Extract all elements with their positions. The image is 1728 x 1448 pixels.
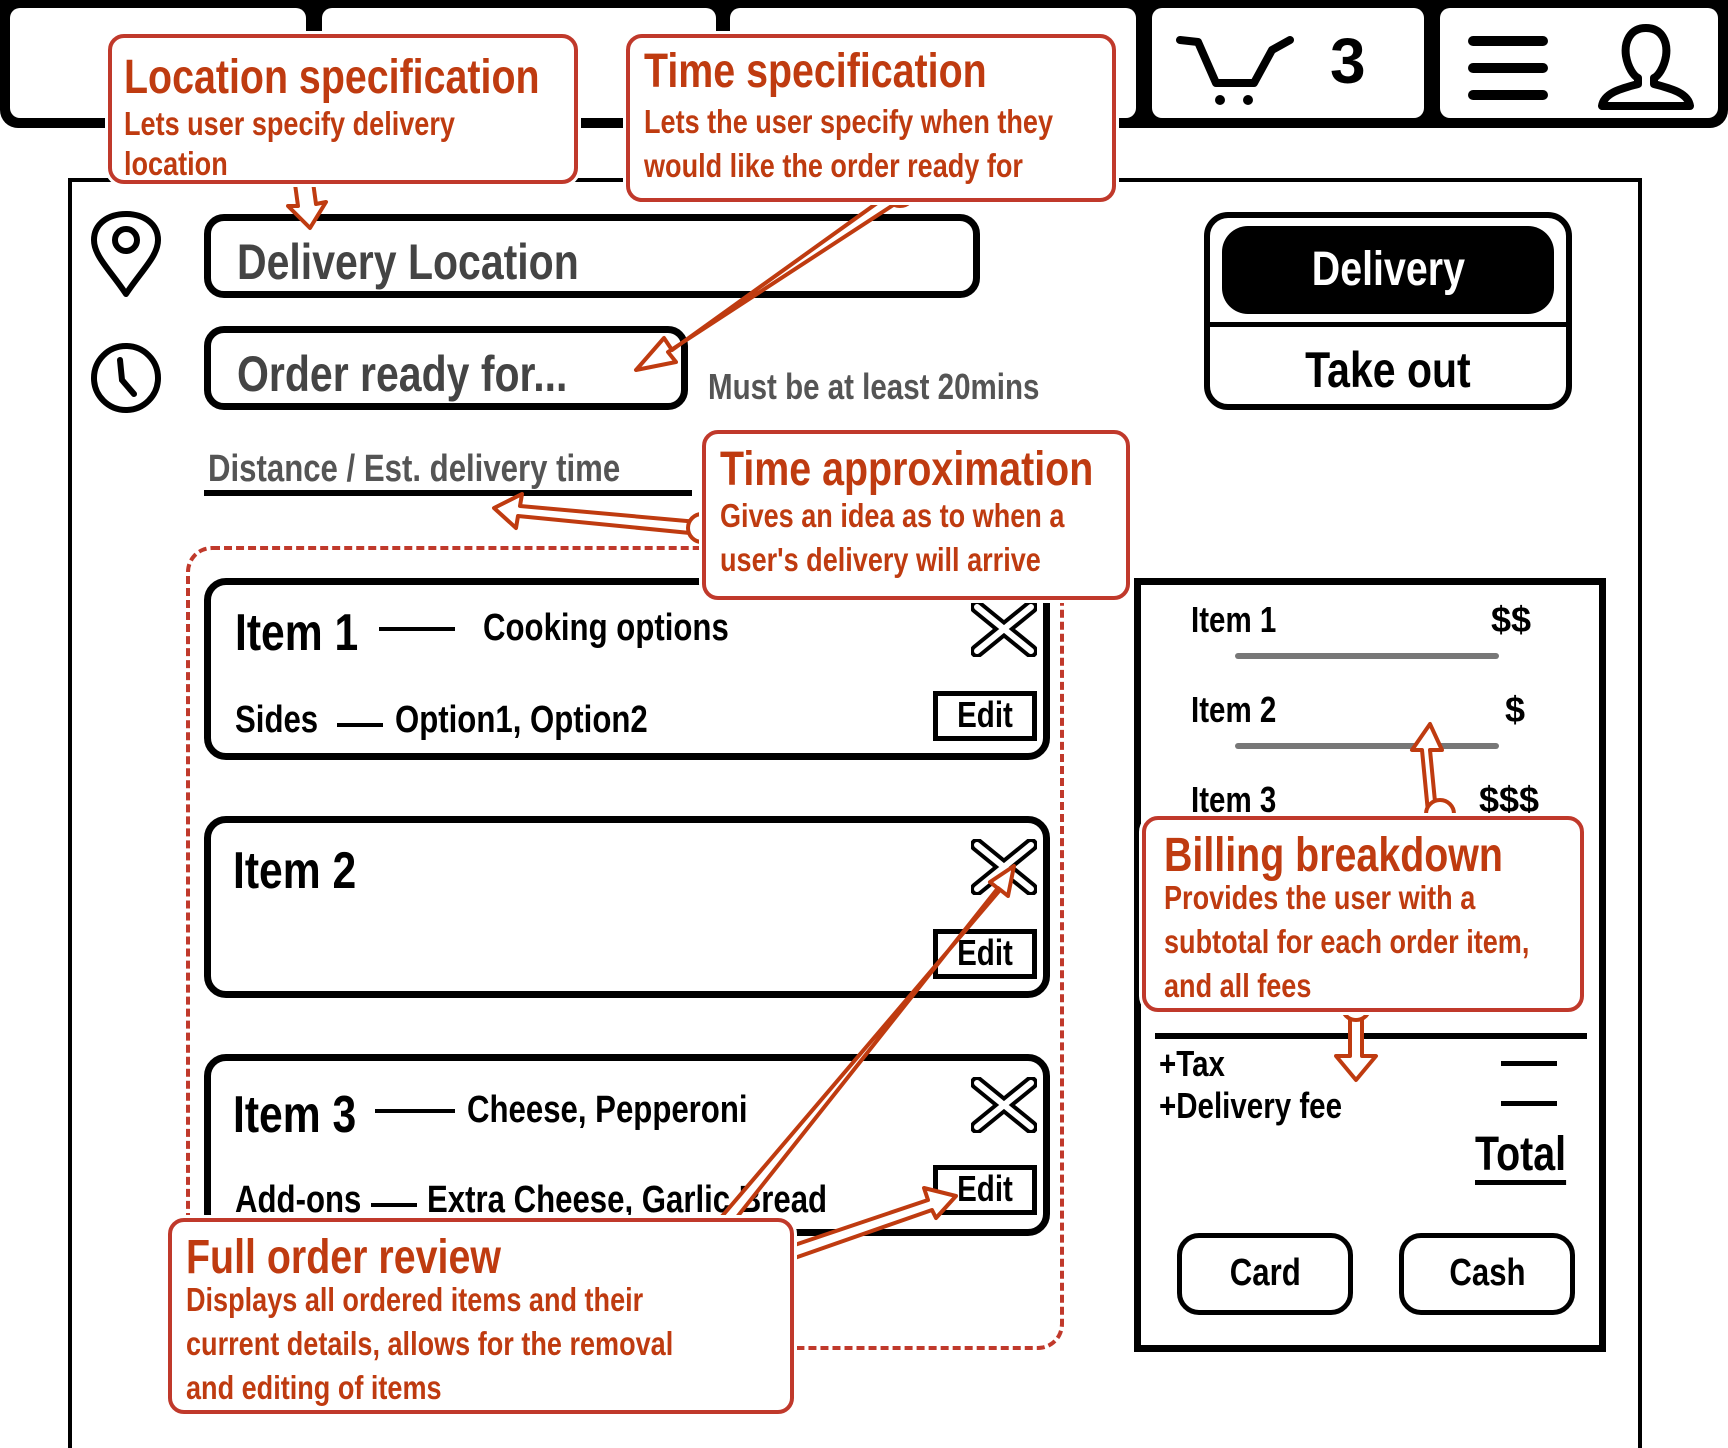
delivery-option[interactable]: Delivery bbox=[1222, 226, 1554, 314]
item-name: Item 2 bbox=[233, 842, 357, 900]
separator-dash bbox=[379, 627, 455, 631]
separator-dash bbox=[337, 723, 383, 727]
item-detail: Cheese, Pepperoni bbox=[467, 1089, 748, 1131]
annotation-title: Billing breakdown bbox=[1164, 829, 1503, 882]
cart-count: 3 bbox=[1330, 25, 1366, 97]
annotation-body: and editing of items bbox=[186, 1369, 442, 1406]
separator-dash bbox=[375, 1109, 455, 1113]
bill-divider bbox=[1235, 743, 1499, 749]
location-pin-icon bbox=[91, 211, 161, 297]
annotation-body: Lets user specify delivery bbox=[124, 105, 455, 142]
annotation-title: Time specification bbox=[644, 45, 987, 98]
annotation-body: would like the order ready for bbox=[644, 147, 1023, 184]
total-label: Total bbox=[1475, 1128, 1567, 1181]
distance-estimate-label: Distance / Est. delivery time bbox=[208, 448, 621, 490]
separator-dash bbox=[371, 1203, 417, 1207]
bill-item-price: $$$ bbox=[1479, 779, 1540, 820]
billing-up-arrow bbox=[1410, 722, 1444, 814]
user-account-icon[interactable] bbox=[1594, 22, 1698, 112]
remove-item-close-icon[interactable] bbox=[971, 1077, 1037, 1133]
fees-divider bbox=[1155, 1033, 1587, 1039]
order-ready-time-input[interactable]: Order ready for... bbox=[204, 326, 688, 410]
annotation-body: location bbox=[124, 145, 228, 182]
cart-icon bbox=[1176, 36, 1294, 105]
approx-arrow bbox=[492, 492, 702, 536]
hamburger-menu-icon[interactable] bbox=[1464, 28, 1554, 108]
bill-item-name: Item 3 bbox=[1191, 779, 1277, 820]
edit-item-button[interactable]: Edit bbox=[933, 1165, 1037, 1215]
annotation-body: Displays all ordered items and their bbox=[186, 1281, 644, 1318]
annotation-order-review: Full order review Displays all ordered i… bbox=[168, 1218, 794, 1414]
annotation-title: Time approximation bbox=[720, 443, 1094, 496]
bill-item-name: Item 1 bbox=[1191, 599, 1277, 640]
order-item-card: Item 1 Cooking options Sides Option1, Op… bbox=[204, 578, 1050, 760]
bill-item-price: $$ bbox=[1491, 599, 1532, 640]
tax-value-dash bbox=[1501, 1061, 1557, 1066]
take-out-option[interactable]: Take out bbox=[1305, 342, 1471, 398]
annotation-body: and all fees bbox=[1164, 967, 1312, 1004]
pay-card-button[interactable]: Card bbox=[1177, 1233, 1353, 1315]
order-ready-placeholder: Order ready for... bbox=[237, 346, 568, 402]
annotation-body: Provides the user with a bbox=[1164, 879, 1476, 916]
bill-item-name: Item 2 bbox=[1191, 689, 1277, 730]
bill-divider bbox=[1235, 653, 1499, 659]
annotation-billing: Billing breakdown Provides the user with… bbox=[1142, 816, 1584, 1012]
cart-button[interactable]: 3 bbox=[1152, 8, 1424, 118]
delivery-location-placeholder: Delivery Location bbox=[237, 234, 579, 290]
clock-icon bbox=[91, 343, 161, 413]
annotation-title: Full order review bbox=[186, 1231, 501, 1284]
annotation-body: subtotal for each order item, bbox=[1164, 923, 1530, 960]
annotation-body: Lets the user specify when they bbox=[644, 103, 1054, 140]
item-sub-label: Add-ons bbox=[235, 1179, 362, 1221]
distance-underline bbox=[204, 490, 692, 496]
item-name: Item 1 bbox=[235, 604, 359, 662]
menu-and-account bbox=[1440, 8, 1718, 118]
annotation-title: Location specification bbox=[124, 51, 540, 104]
annotation-body: current details, allows for the removal bbox=[186, 1325, 674, 1362]
annotation-location: Location specification Lets user specify… bbox=[108, 34, 578, 184]
annotation-time-approximation: Time approximation Gives an idea as to w… bbox=[702, 430, 1130, 600]
annotation-time: Time specification Lets the user specify… bbox=[626, 34, 1116, 202]
delivery-fee-value-dash bbox=[1501, 1101, 1557, 1106]
edit-item-button[interactable]: Edit bbox=[933, 691, 1037, 741]
annotation-body: user's delivery will arrive bbox=[720, 541, 1041, 578]
toggle-divider bbox=[1210, 322, 1566, 327]
delivery-fee-label: +Delivery fee bbox=[1159, 1085, 1342, 1126]
tax-label: +Tax bbox=[1159, 1043, 1225, 1084]
remove-item-close-icon[interactable] bbox=[971, 601, 1037, 657]
pay-cash-button[interactable]: Cash bbox=[1399, 1233, 1575, 1315]
order-item-card: Item 2 Edit bbox=[204, 816, 1050, 998]
item-sub-label: Sides bbox=[235, 699, 319, 741]
edit-item-button[interactable]: Edit bbox=[933, 929, 1037, 979]
time-hint: Must be at least 20mins bbox=[708, 366, 1040, 407]
bill-item-price: $ bbox=[1505, 689, 1526, 730]
review-remove-arrow bbox=[710, 864, 1016, 1238]
order-mode-toggle: Delivery Take out bbox=[1204, 212, 1572, 410]
annotation-body: Gives an idea as to when a bbox=[720, 497, 1065, 534]
item-detail: Cooking options bbox=[483, 607, 729, 649]
remove-item-close-icon[interactable] bbox=[971, 839, 1037, 895]
time-arrow bbox=[634, 186, 906, 372]
item-name: Item 3 bbox=[233, 1086, 357, 1144]
item-sub-value: Option1, Option2 bbox=[395, 699, 648, 741]
